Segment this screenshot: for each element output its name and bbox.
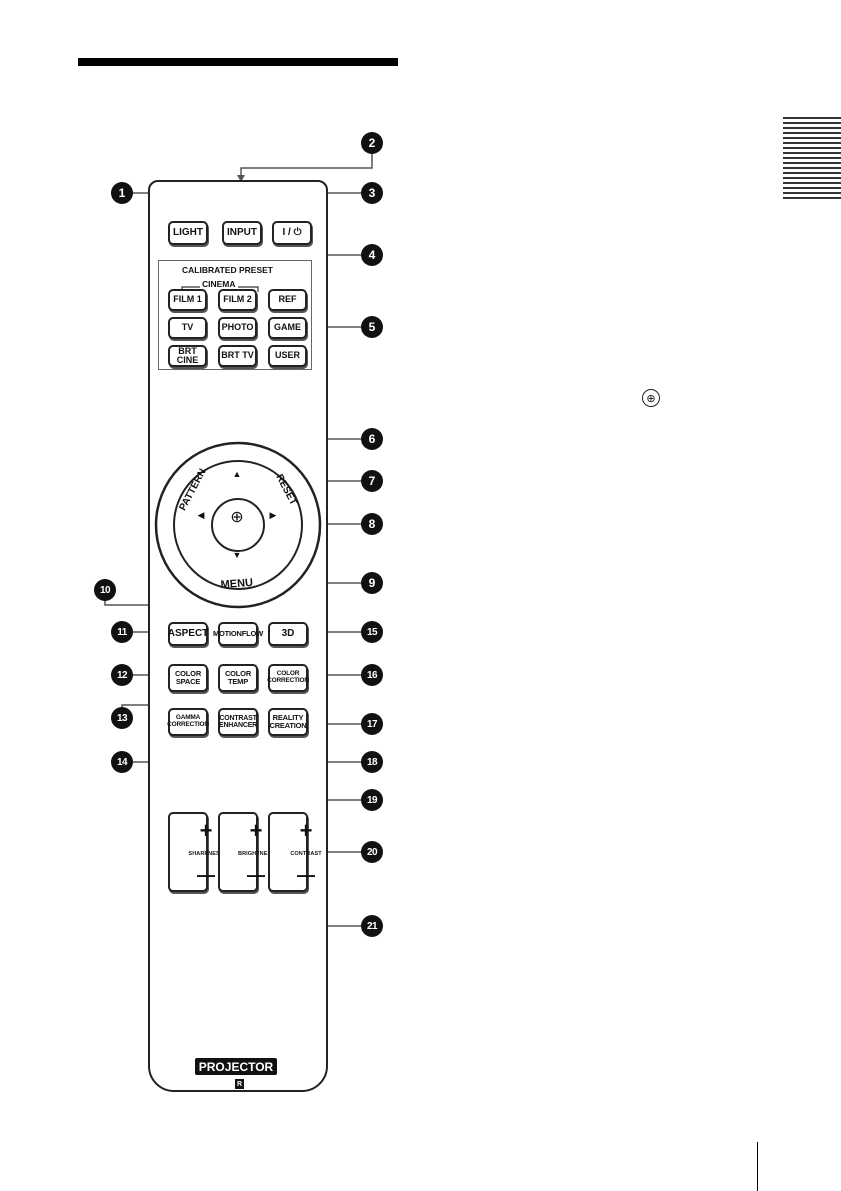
reality-creation-button[interactable]: REALITY CREATION bbox=[268, 708, 308, 736]
sharpness-rocker[interactable]: + SHARPNESS — bbox=[168, 812, 223, 892]
color-temp-line2: TEMP bbox=[227, 677, 249, 686]
brightness-minus[interactable]: — bbox=[247, 865, 265, 885]
contrast-plus[interactable]: + bbox=[299, 818, 313, 843]
color-correction-line2: CORRECTION bbox=[267, 677, 309, 684]
film2-button[interactable]: FILM 2 bbox=[218, 289, 257, 311]
callout-17: 17 bbox=[361, 713, 383, 735]
callout-9: 9 bbox=[361, 572, 383, 594]
sharpness-minus[interactable]: — bbox=[197, 865, 215, 885]
power-button[interactable]: I / ⏻ bbox=[272, 221, 312, 245]
contrast-minus[interactable]: — bbox=[297, 865, 315, 885]
callout-3: 3 bbox=[361, 182, 383, 204]
menu-label: MENU bbox=[220, 576, 254, 592]
input-button[interactable]: INPUT bbox=[222, 221, 262, 245]
game-button[interactable]: GAME bbox=[268, 317, 307, 339]
photo-button[interactable]: PHOTO bbox=[218, 317, 257, 339]
callout-21: 21 bbox=[361, 915, 383, 937]
callout-7: 7 bbox=[361, 470, 383, 492]
enter-symbol-icon: ⊕ bbox=[642, 389, 660, 407]
callout-18: 18 bbox=[361, 751, 383, 773]
aspect-button[interactable]: ASPECT bbox=[168, 622, 208, 646]
tv-button[interactable]: TV bbox=[168, 317, 207, 339]
sharpness-plus[interactable]: + bbox=[199, 818, 213, 843]
callout-4: 4 bbox=[361, 244, 383, 266]
brightness-label: BRIGHTNESS bbox=[238, 851, 276, 857]
callout-5: 5 bbox=[361, 316, 383, 338]
cinema-label: CINEMA bbox=[200, 279, 238, 289]
3d-button[interactable]: 3D bbox=[268, 622, 308, 646]
section-header-bar bbox=[78, 58, 398, 66]
callout-6: 6 bbox=[361, 428, 383, 450]
callout-2: 2 bbox=[361, 132, 383, 154]
page-number-rule bbox=[757, 1142, 758, 1191]
color-temp-button[interactable]: COLOR TEMP bbox=[218, 664, 258, 692]
film1-button[interactable]: FILM 1 bbox=[168, 289, 207, 311]
brightness-plus[interactable]: + bbox=[249, 818, 263, 843]
color-space-line2: SPACE bbox=[175, 677, 201, 686]
reality-creation-line1: REALITY bbox=[272, 713, 304, 723]
callout-1: 1 bbox=[111, 182, 133, 204]
ref-button[interactable]: REF bbox=[268, 289, 307, 311]
gamma-correction-button[interactable]: GAMMA CORRECTION bbox=[167, 708, 209, 736]
user-button[interactable]: USER bbox=[268, 345, 307, 367]
color-space-line1: COLOR bbox=[174, 669, 202, 679]
callout-15: 15 bbox=[361, 621, 383, 643]
contrast-enhancer-line2: ENHANCER bbox=[218, 722, 258, 729]
brt-cine-button[interactable]: BRT CINE bbox=[168, 345, 207, 367]
arrow-down-button[interactable]: ▼ bbox=[232, 550, 242, 560]
arrow-up-button[interactable]: ▲ bbox=[232, 469, 242, 479]
callout-20: 20 bbox=[361, 841, 383, 863]
sharpness-label: SHARPNESS bbox=[188, 851, 224, 857]
navigation-ring bbox=[154, 441, 322, 609]
chapter-tab bbox=[783, 117, 841, 201]
enter-button[interactable]: ⊕ bbox=[226, 507, 248, 529]
contrast-enhancer-line1: CONTRAST bbox=[219, 714, 257, 722]
brt-tv-button[interactable]: BRT TV bbox=[218, 345, 257, 367]
motionflow-button[interactable]: MOTIONFLOW bbox=[213, 622, 263, 646]
calibrated-preset-label: CALIBRATED PRESET bbox=[180, 265, 275, 275]
projector-badge: PROJECTOR bbox=[195, 1058, 277, 1075]
callout-12: 12 bbox=[111, 664, 133, 686]
callout-13: 13 bbox=[111, 707, 133, 729]
color-correction-button[interactable]: COLOR CORRECTION bbox=[267, 664, 309, 692]
callout-16: 16 bbox=[361, 664, 383, 686]
callout-19: 19 bbox=[361, 789, 383, 811]
calibrated-preset-group bbox=[158, 260, 312, 370]
callout-10: 10 bbox=[94, 579, 116, 601]
logo-mark: R bbox=[235, 1079, 244, 1089]
color-space-button[interactable]: COLOR SPACE bbox=[168, 664, 208, 692]
brightness-rocker[interactable]: + BRIGHTNESS — bbox=[218, 812, 275, 892]
gamma-line1: GAMMA bbox=[175, 714, 201, 722]
reality-creation-line2: CREATION bbox=[269, 721, 307, 730]
color-temp-line1: COLOR bbox=[224, 669, 252, 679]
light-button[interactable]: LIGHT bbox=[168, 221, 208, 245]
callout-14: 14 bbox=[111, 751, 133, 773]
contrast-label: CONTRAST bbox=[290, 851, 322, 857]
color-correction-line1: COLOR bbox=[276, 670, 300, 678]
callout-11: 11 bbox=[111, 621, 133, 643]
gamma-line2: CORRECTION bbox=[167, 721, 209, 728]
arrow-right-button[interactable]: ▶ bbox=[269, 510, 277, 520]
enter-icon: ⊕ bbox=[230, 509, 244, 526]
callout-8: 8 bbox=[361, 513, 383, 535]
contrast-enhancer-button[interactable]: CONTRAST ENHANCER bbox=[218, 708, 258, 736]
arrow-left-button[interactable]: ◀ bbox=[197, 510, 205, 520]
contrast-rocker[interactable]: + CONTRAST — bbox=[268, 812, 322, 892]
